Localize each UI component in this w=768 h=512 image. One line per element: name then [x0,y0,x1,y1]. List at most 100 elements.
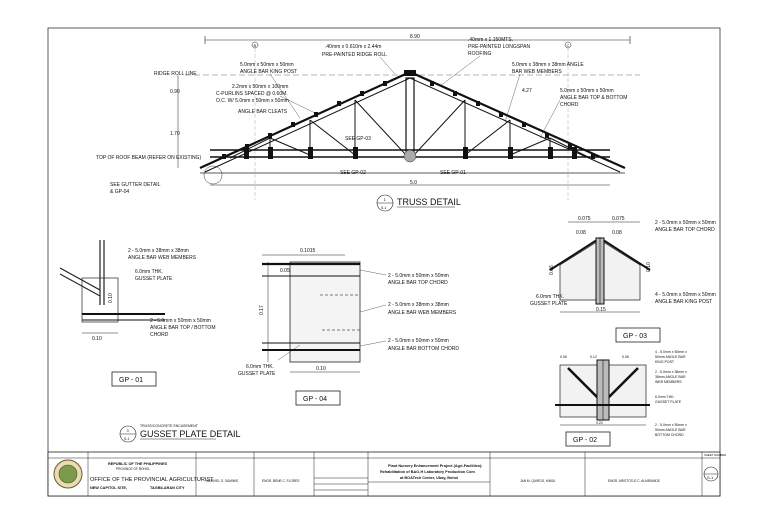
grid-label-c: C [567,43,570,48]
gp02-label-plate: 6.0mm THK. [655,395,675,399]
gp04-tag-box [295,390,341,406]
gp04-label-bot2: ANGLE BAR BOTTOM CHORD [388,346,459,352]
gp02-label-web2: 38mm ANGLE BAR [655,375,686,379]
label-chord2: ANGLE BAR TOP & BOTTOM [560,95,627,101]
gp03-tag: GP - 03 [623,333,647,340]
gp04-tag: GP - 04 [303,396,327,403]
tb-project-title: Plant Nursery Enhancement Project (Agri-… [388,464,483,468]
gp04-label-plate: 6.0mm THK. [246,364,274,370]
gp04-label-plate2: GUSSET PLATE [238,371,276,377]
web-members [229,99,591,159]
tb-recommending: JAN M. QUIROG, MNSA [520,479,556,483]
tb-project-title2: Rehabilitation of BAO-H Laboratory Produ… [380,470,475,474]
label-purlins2: C-PURLINS SPACED @ 0.60M. [216,91,288,97]
truss-detail: 8.90 B C RIDGE ROLL LINE [96,34,640,212]
tb-project-title3: at BOATech Center, Ubay, Bohol [400,476,458,480]
gp02-label-king2: 50mm ANGLE BAR [655,355,686,359]
gp04-detail: 0.1015 0.17 0.05 0.10 2 - 5.0mm x 50mm x… [238,248,459,406]
gp02-label-plate2: GUSSET PLATE [655,400,682,404]
gp03-label-top: 2 - 5.0mm x 50mm x 50mm [655,220,716,226]
truss-joints [244,147,577,159]
gp04-label-web2: ANGLE BAR WEB MEMBERS [388,310,457,316]
gp01-label-web: 2 - 5.0mm x 38mm x 38mm [128,248,189,254]
dim-overall-span: 8.90 [410,34,420,40]
tb-sheet-label: SHEET NUMBER [704,453,726,457]
gp01-label-plate: 6.0mm THK. [135,269,163,275]
tb-prepared: MARIVEL G. SAMINIS [206,479,238,483]
gp02-label-web3: WEB MEMBERS [655,380,682,384]
gusset-title-small: TRUSS/CONCRETE ENCASEMENT [140,424,199,428]
gp02-label-web: 2 - 5.0mm x 38mm x [655,370,687,374]
label-longspan3: ROOFING [468,51,491,57]
tb-address: NEW CAPITOL SITE, [90,486,127,490]
gp02-label-bot: 2 - 5.0mm x 50mm x [655,423,687,427]
gp01-label-plate2: GUSSET PLATE [135,276,173,282]
label-cleats: O.C. W/ 5.0mm x 50mm x 50mm [216,98,289,104]
gp03-detail: 0.075 0.075 0.08 0.08 0.06 0.10 0.15 2 -… [530,216,716,343]
gp01-label-chord: 2 - 5.0mm x 50mm x 50mm [150,318,211,324]
gp03-dim-c: 0.08 [576,230,586,236]
gp04-dim-small: 0.05 [280,268,290,274]
gutter-marker [203,165,223,185]
gp03-dim-b: 0.075 [612,216,625,222]
gp04-label-top2: ANGLE BAR TOP CHORD [388,280,448,286]
label-see-gp01: SEE GP-01 [440,170,466,176]
gp03-dim-d: 0.08 [612,230,622,236]
dim-slope: 4.27 [522,88,532,94]
gp02-dim-top-2: 0.06 [622,355,629,359]
label-king-post2: ANGLE BAR KING POST [240,69,297,75]
label-cleats2: ANGLE BAR CLEATS [238,109,288,115]
gp01-dim-w: 0.10 [92,336,102,342]
label-see-gp03: SEE GP-03 [345,136,371,142]
gp03-label-plate2: GUSSET PLATE [530,301,568,307]
gp02-label-king: 4 - 5.0mm x 50mm x [655,350,687,354]
gusset-title-text: GUSSET PLATE DETAIL [140,429,241,439]
gp04-dim-top: 0.1015 [300,248,316,254]
label-king-post: 5.0mm x 50mm x 50mm [240,62,294,68]
gp02-tag: GP - 02 [573,437,597,444]
purlins [222,70,595,159]
tb-city: TAGBILARAN CITY [150,486,185,490]
gusset-title-num: 3 [127,428,130,433]
label-ridge-roll2: PRE-PAINTED RIDGE ROLL [322,52,387,58]
gp01-label-web2: ANGLE BAR WEB MEMBERS [128,255,197,261]
label-see-gp02: SEE GP-02 [340,170,366,176]
gp04-label-web: 2 - 5.0mm x 38mm x 38mm [388,302,449,308]
gp01-tag-box [111,371,157,387]
truss-title-num: 1 [384,197,387,202]
gp02-tag-box [565,431,611,447]
tb-sheet-no: S-1 [707,475,714,480]
dim-height: 1.70 [170,131,180,137]
gp01-dim-h: 0.10 [108,293,114,303]
gp03-dim-e: 0.06 [549,265,555,275]
label-chord3: CHORD [560,102,579,108]
dim-rise: 0.90 [170,89,180,95]
label-longspan: .40mm x 1.150MTS. [468,37,513,43]
gp01-detail: 0.10 0.10 2 - 5.0mm x 38mm x 38mm ANGLE … [59,240,215,387]
tb-province: PROVINCE OF BOHOL [116,467,150,471]
label-longspan2: PRE-PAINTED LONGSPAN [468,44,530,50]
gp03-dim-a: 0.075 [578,216,591,222]
tb-approved: ENGR. ARISTOTLE C. ALMIRANDE [608,479,660,483]
title-block: REPUBLIC OF THE PHILIPPINES PROVINCE OF … [47,451,726,497]
gp02-dim-w: 0.22 [596,421,603,425]
tb-republic: REPUBLIC OF THE PHILIPPINES [108,462,168,466]
gp03-label-king2: ANGLE BAR KING POST [655,299,712,305]
truss-title-sheet: S-1 [381,206,387,210]
gp03-label-plate: 6.0mm THK. [536,294,564,300]
label-web: 5.0mm x 38mm x 38mm ANGLE [512,62,584,68]
gp03-tag-box [615,327,661,343]
gusset-title: 3 S-1 TRUSS/CONCRETE ENCASEMENT GUSSET P… [119,424,241,443]
dim-bottom-span: 5.0 [410,180,417,186]
label-gutter2: & GP-04 [110,189,129,195]
tb-checked: ENGR. BENE C. FLORES [262,479,299,483]
label-ridge-roll: .40mm x 0.610m x 2.44m [325,44,381,50]
gp04-label-bot: 2 - 5.0mm x 50mm x 50mm [388,338,449,344]
gp03-label-king: 4 - 5.0mm x 50mm x 50mm [655,292,716,298]
king-post [405,77,415,159]
gp02-label-king3: KING POST [655,360,675,364]
gp03-dim-w: 0.15 [596,307,606,313]
gp02-dim-top-1: 0.12 [590,355,597,359]
label-gutter: SEE GUTTER DETAIL [110,182,161,188]
gp02-label-bot2: 50mm ANGLE BAR [655,428,686,432]
